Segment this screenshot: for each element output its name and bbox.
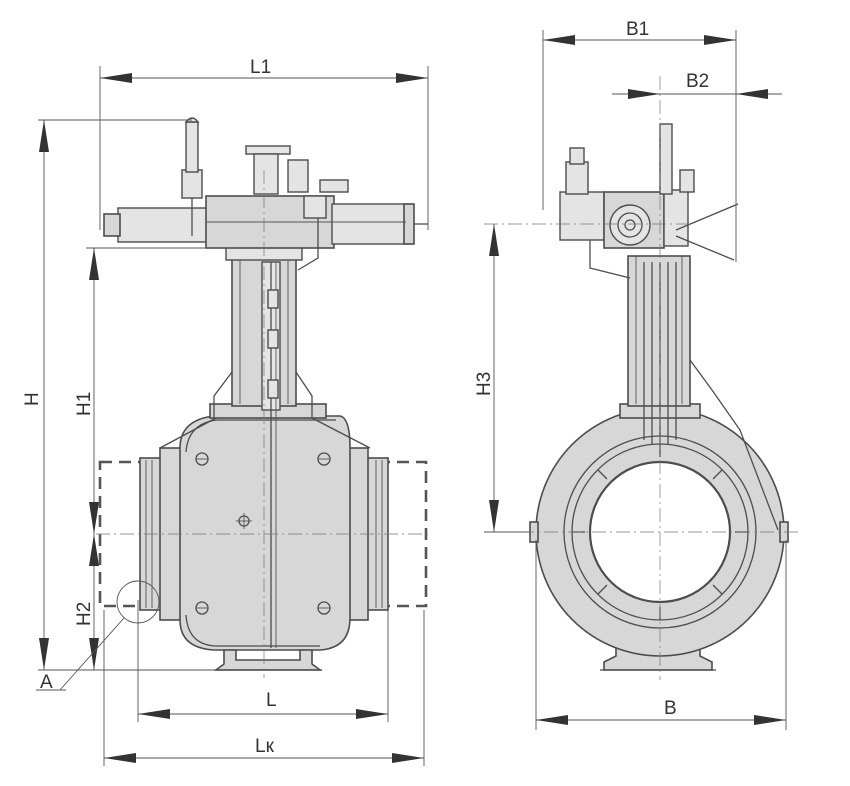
side-view [529, 123, 789, 671]
base-support [213, 649, 323, 671]
dim-label-B: B [664, 698, 677, 719]
side-dimensions: B1 B2 H3 B [474, 19, 787, 730]
valve-body [179, 415, 351, 651]
dim-label-B1: B1 [626, 19, 649, 40]
body-bolts [195, 452, 331, 615]
dim-label-H2: H2 [74, 602, 95, 626]
side-actuator-assembly [559, 123, 739, 261]
side-stem-column [627, 255, 691, 407]
dim-label-B2: B2 [686, 71, 709, 92]
dim-label-L1: L1 [250, 57, 271, 78]
dim-label-Lk: Lк [255, 736, 275, 757]
dim-label-H: H [22, 392, 43, 406]
front-dimensions: L1 H H1 H2 L Lк [22, 57, 429, 766]
dim-label-H1: H1 [74, 392, 95, 416]
dim-label-L: L [266, 690, 277, 711]
center-lines [96, 76, 800, 680]
detail-label-A: A [40, 672, 53, 693]
actuator-assembly [103, 117, 428, 271]
dim-label-H3: H3 [474, 372, 495, 396]
detail-circle-A [116, 580, 160, 624]
